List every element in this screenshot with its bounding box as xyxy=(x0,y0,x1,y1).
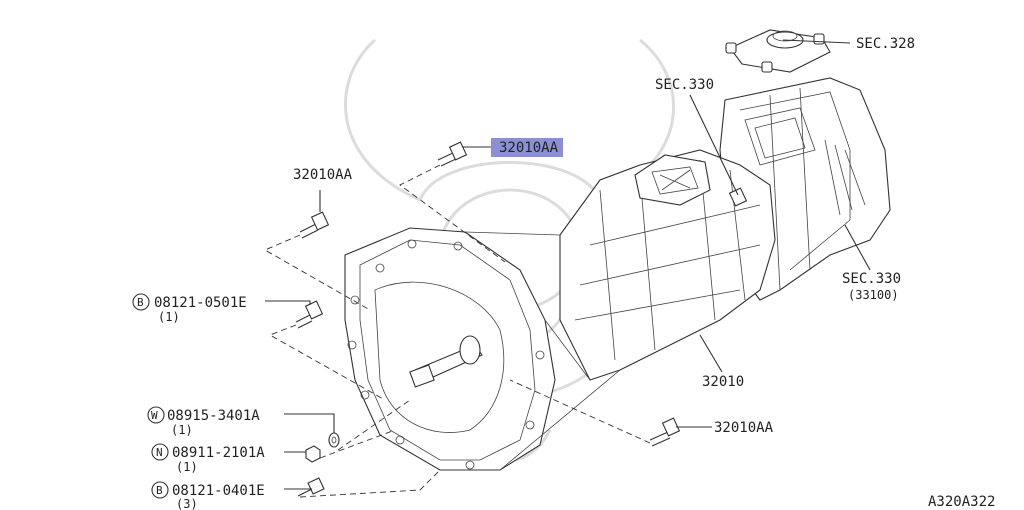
highlight-box[interactable] xyxy=(491,138,563,157)
fastener-callout-2: W 08915-3401A (1) xyxy=(147,406,260,437)
fastener-part: 08911-2101A xyxy=(172,445,265,461)
label-bolt-right-bottom: 32010AA xyxy=(714,420,774,436)
fastener-part: 08121-0501E xyxy=(154,295,247,311)
bolt-sec330 xyxy=(728,187,748,207)
label-sec330-right-sub: (33100) xyxy=(848,288,899,302)
main-case xyxy=(559,149,776,381)
label-sec328: SEC.328 xyxy=(856,36,915,52)
bolt-top-center xyxy=(437,141,468,167)
label-sec330-top: SEC.330 xyxy=(655,77,714,93)
fastener-qty: (1) xyxy=(171,423,193,437)
fastener-qty: (1) xyxy=(158,310,180,324)
fastener-qty: (1) xyxy=(176,460,198,474)
leader-lines xyxy=(265,39,871,490)
label-bolt-left-top: 32010AA xyxy=(293,167,353,183)
nut xyxy=(305,445,321,463)
fastener-prefix: W xyxy=(151,409,158,422)
label-32010: 32010 xyxy=(702,374,744,390)
fastener-callout-4: B 08121-0401E (3) xyxy=(151,481,265,510)
fastener-callout-1: B 08121-0501E (1) xyxy=(132,293,247,324)
bolt-left-top xyxy=(299,211,330,239)
bolt-bottom-left xyxy=(297,477,325,497)
fastener-prefix: B xyxy=(156,484,163,497)
alignment-lines xyxy=(263,164,651,498)
label-bolt-highlighted[interactable]: 32010AA xyxy=(499,140,559,156)
transmission-assembly xyxy=(344,29,891,471)
fastener-part: 08915-3401A xyxy=(167,408,260,424)
fastener-callout-3: N 08911-2101A (1) xyxy=(151,443,265,474)
bolt-left-middle xyxy=(295,300,324,329)
washer xyxy=(328,432,340,448)
diagram-code: A320A322 xyxy=(928,494,995,510)
fastener-prefix: B xyxy=(137,296,144,309)
label-sec330-right: SEC.330 xyxy=(842,271,901,287)
bellhousing xyxy=(344,227,556,471)
fastener-part: 08121-0401E xyxy=(172,483,265,499)
fastener-qty: (3) xyxy=(176,497,198,510)
fastener-prefix: N xyxy=(156,446,163,459)
bolt-right-bottom xyxy=(649,417,681,447)
